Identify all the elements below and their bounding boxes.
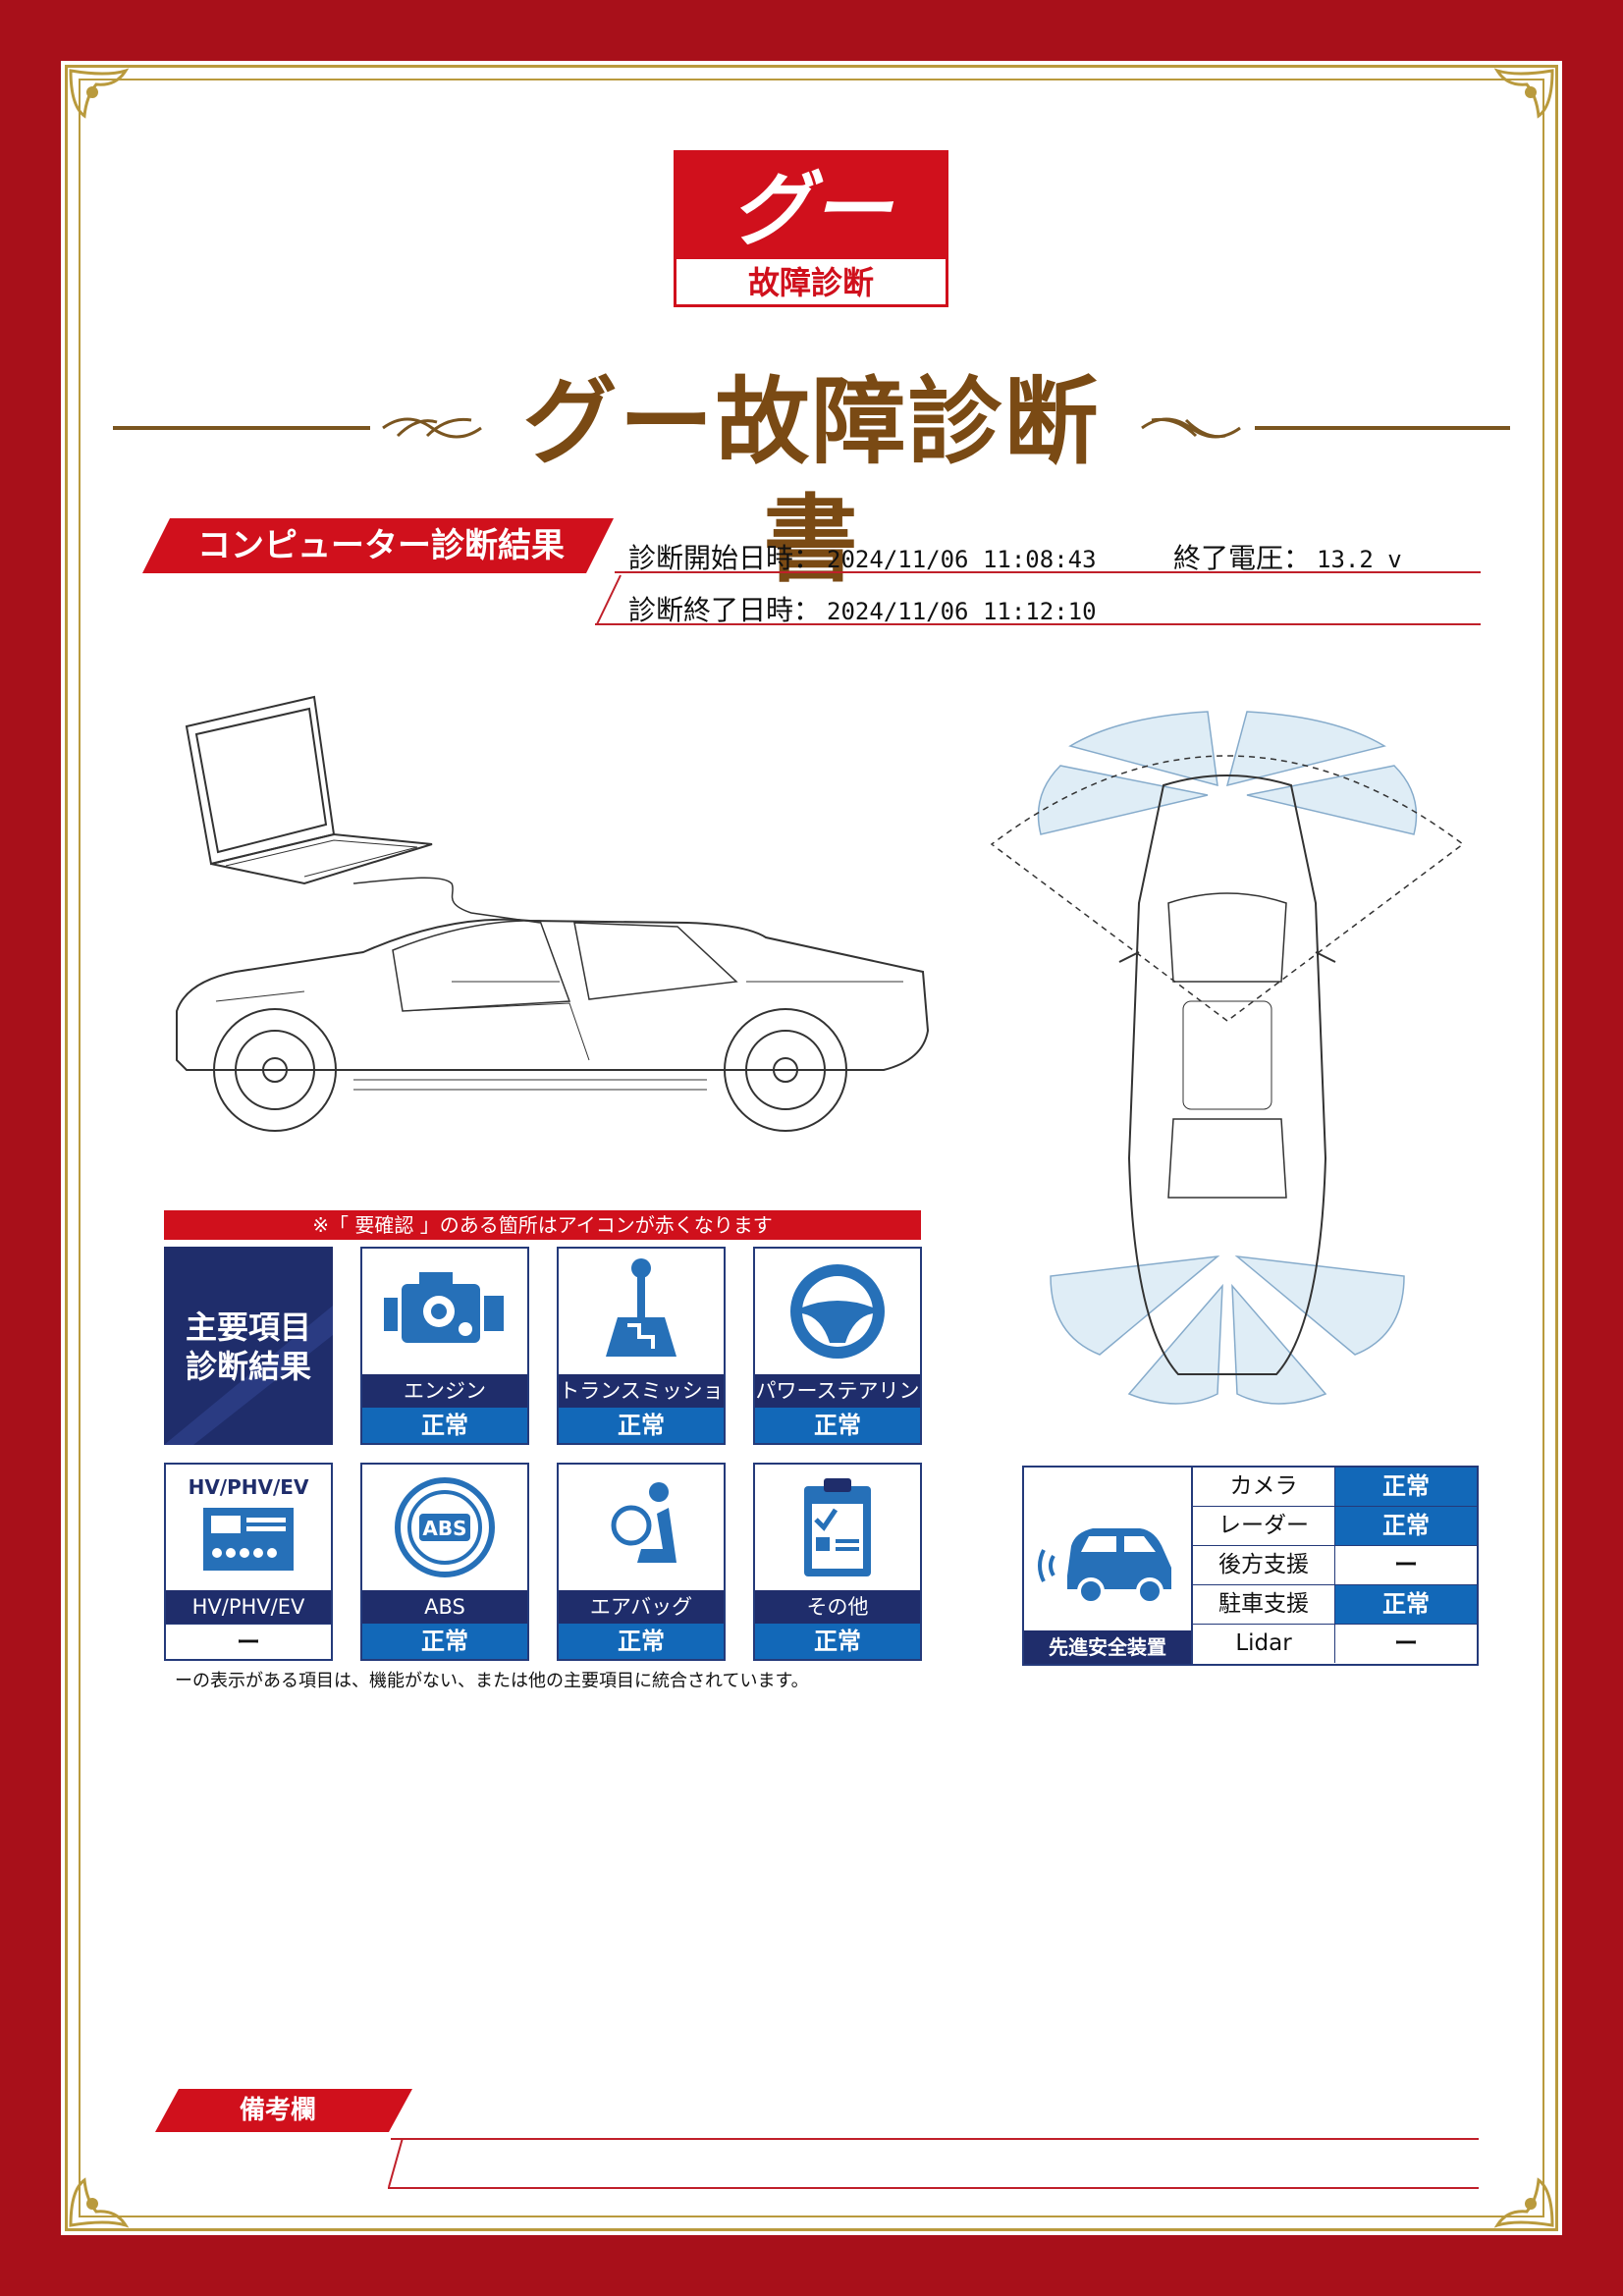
card-engine: エンジン 正常 xyxy=(360,1247,529,1445)
start-value: 2024/11/06 11:08:43 xyxy=(827,546,1097,573)
info-rule-2 xyxy=(595,623,1481,625)
remarks-slash xyxy=(388,2138,404,2188)
card-name: トランスミッション xyxy=(559,1374,724,1436)
corner-ornament-icon xyxy=(1493,68,1554,119)
logo-subtitle: 故障診断 xyxy=(747,264,874,301)
card-name: ABS xyxy=(362,1590,527,1624)
end-label: 診断終了日時： xyxy=(628,594,822,626)
remarks-rule-bottom xyxy=(388,2187,1479,2189)
status-badge: 正常 xyxy=(755,1408,920,1443)
flourish-right-icon xyxy=(1141,417,1241,439)
svg-text:HV/PHV/EV: HV/PHV/EV xyxy=(189,1475,309,1499)
steering-wheel-icon xyxy=(790,1264,885,1359)
card-name: HV/PHV/EV xyxy=(166,1590,331,1624)
airbag-icon xyxy=(611,1482,676,1563)
footnote: ーの表示がある項目は、機能がない、または他の主要項目に統合されています。 xyxy=(175,1671,809,1691)
card-hv-phv-ev: HV/PHV/EV HV/PHV/EV ー xyxy=(164,1463,333,1661)
adas-row-lidar: Lidar ー xyxy=(1193,1625,1477,1664)
document-title: グー故障診断書 xyxy=(522,366,1101,595)
card-airbag: エアバッグ 正常 xyxy=(557,1463,726,1661)
remarks-field[interactable] xyxy=(412,2144,1473,2183)
document-sheet xyxy=(61,61,1562,2235)
adas-item-name: 駐車支援 xyxy=(1193,1585,1335,1624)
status-badge: 正常 xyxy=(1335,1507,1477,1545)
info-slash xyxy=(596,574,622,625)
adas-item-name: カメラ xyxy=(1193,1468,1335,1506)
main-items-line2: 診断結果 xyxy=(185,1348,311,1385)
status-badge: ー xyxy=(166,1624,331,1659)
adas-row-radar: レーダー 正常 xyxy=(1193,1507,1477,1546)
main-items-line1: 主要項目 xyxy=(185,1308,311,1346)
remarks-rule-top xyxy=(391,2138,1479,2140)
start-label: 診断開始日時： xyxy=(628,542,822,574)
card-other: その他 正常 xyxy=(753,1463,922,1661)
adas-item-name: 後方支援 xyxy=(1193,1546,1335,1584)
adas-table: 先進安全装置 カメラ 正常 レーダー 正常 後方支援 ー 駐車支援 正常 Lid… xyxy=(1022,1466,1479,1666)
diagnosis-end: 診断終了日時：2024/11/06 11:12:10 xyxy=(628,589,1097,628)
adas-item-name: Lidar xyxy=(1193,1625,1335,1663)
status-badge: 正常 xyxy=(755,1624,920,1659)
corner-ornament-icon xyxy=(69,68,130,119)
battery-icon: HV/PHV/EV xyxy=(189,1475,309,1571)
title-rule-right xyxy=(1255,426,1510,430)
status-badge: 正常 xyxy=(362,1408,527,1443)
adas-row-parking-assist: 駐車支援 正常 xyxy=(1193,1585,1477,1625)
adas-item-name: レーダー xyxy=(1193,1507,1335,1545)
section-header-computer-diagnosis: コンピューター診断結果 xyxy=(142,518,614,573)
adas-car-cell: 先進安全装置 xyxy=(1024,1468,1193,1664)
adas-row-camera: カメラ 正常 xyxy=(1193,1468,1477,1507)
warning-notice: ※「 要確認 」のある箇所はアイコンが赤くなります xyxy=(164,1210,921,1240)
end-voltage: 終了電圧：13.2 v xyxy=(1173,537,1402,576)
car-sensor-icon xyxy=(1038,1528,1171,1605)
svg-text:グー: グー xyxy=(730,164,894,257)
status-badge: ー xyxy=(1394,1629,1418,1657)
main-items-card: 主要項目 診断結果 xyxy=(164,1247,333,1445)
diagnosis-start: 診断開始日時：2024/11/06 11:08:43 xyxy=(628,537,1097,576)
document-title-block: グー故障診断書 xyxy=(0,363,1623,595)
card-name: エアバッグ xyxy=(559,1590,724,1624)
goo-logo: グー 故障診断 xyxy=(674,150,948,307)
status-badge: ー xyxy=(1394,1551,1418,1578)
clipboard-icon xyxy=(804,1478,871,1576)
engine-icon xyxy=(384,1272,504,1343)
end-value: 2024/11/06 11:12:10 xyxy=(827,598,1097,625)
main-items-title: 主要項目 診断結果 xyxy=(164,1308,333,1386)
status-badge: 正常 xyxy=(1335,1468,1477,1506)
voltage-label: 終了電圧： xyxy=(1173,542,1312,574)
logo-mark: グー xyxy=(676,153,946,259)
card-transmission: トランスミッション 正常 xyxy=(557,1247,726,1445)
status-badge: 正常 xyxy=(559,1408,724,1443)
card-name: エンジン xyxy=(362,1374,527,1408)
card-name: その他 xyxy=(755,1590,920,1624)
card-abs: ABS ABS 正常 xyxy=(360,1463,529,1661)
status-badge: 正常 xyxy=(559,1624,724,1659)
title-rule-left xyxy=(113,426,370,430)
svg-text:ABS: ABS xyxy=(422,1517,466,1540)
adas-row-rear-assist: 後方支援 ー xyxy=(1193,1546,1477,1585)
voltage-value: 13.2 v xyxy=(1317,546,1402,573)
abs-icon: ABS xyxy=(395,1477,495,1577)
transmission-icon xyxy=(606,1258,676,1357)
info-rule-1 xyxy=(615,571,1481,573)
adas-label: 先進安全装置 xyxy=(1024,1630,1191,1664)
logo-mark-glyph: グー xyxy=(730,164,894,257)
corner-ornament-icon xyxy=(69,2177,130,2228)
main-card-stripes xyxy=(164,1306,333,1445)
remarks-header: 備考欄 xyxy=(155,2089,412,2132)
status-badge: 正常 xyxy=(362,1624,527,1659)
car-side-illustration xyxy=(176,695,930,1132)
car-top-illustration xyxy=(990,711,1465,1405)
status-badge: 正常 xyxy=(1335,1585,1477,1624)
card-power-steering: パワーステアリング 正常 xyxy=(753,1247,922,1445)
flourish-left-icon xyxy=(382,417,482,439)
card-name: パワーステアリング xyxy=(755,1374,920,1436)
corner-ornament-icon xyxy=(1493,2177,1554,2228)
